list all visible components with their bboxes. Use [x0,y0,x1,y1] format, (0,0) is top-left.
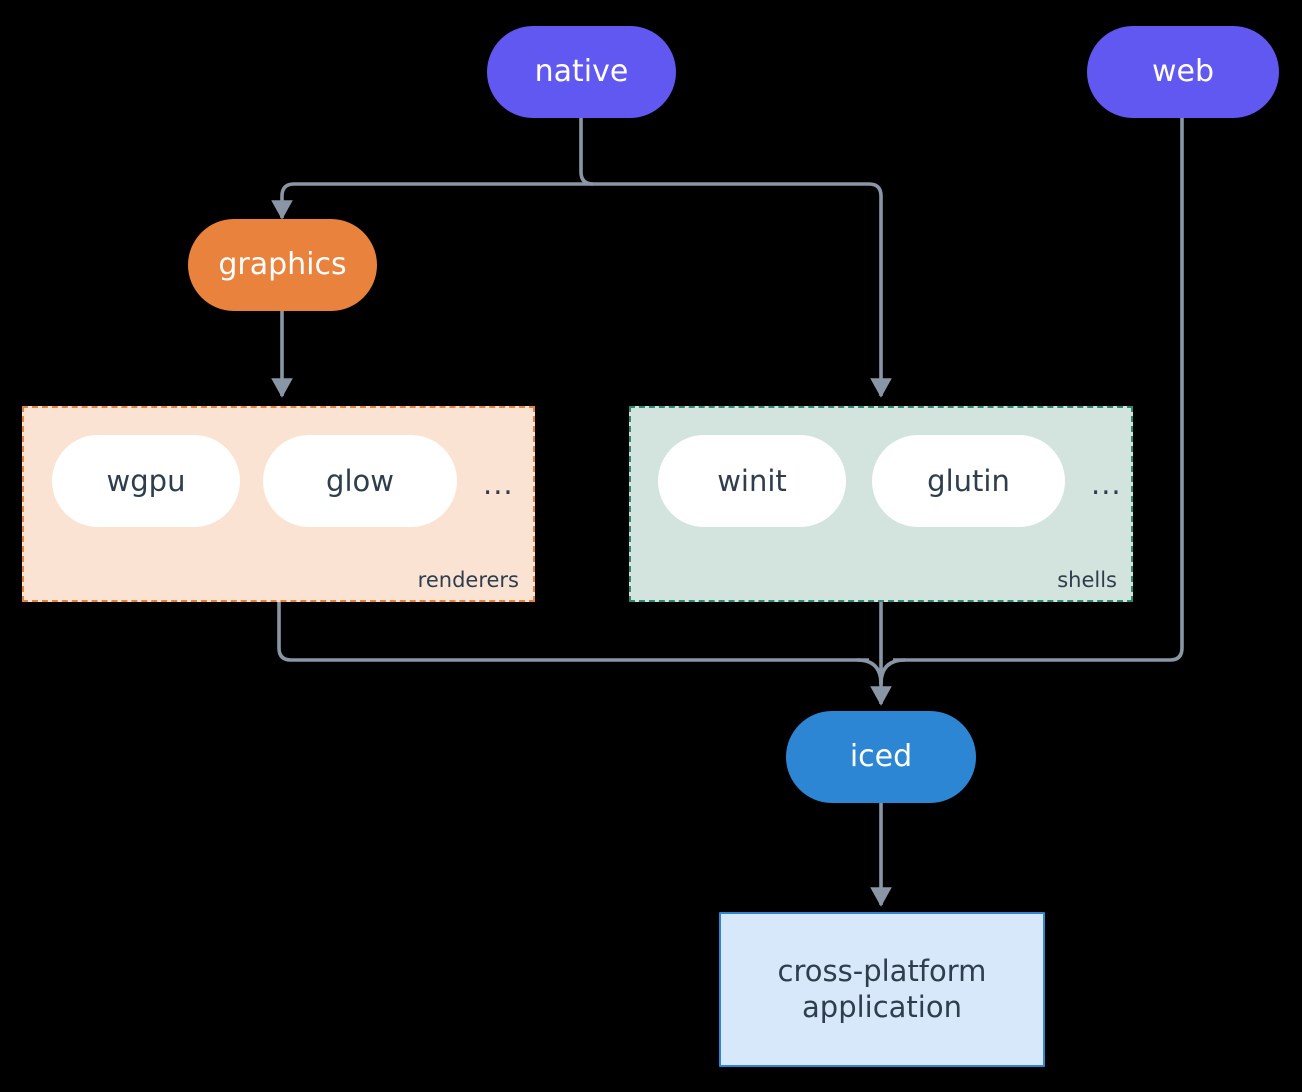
chip-label: glutin [927,464,1010,498]
node-web[interactable]: web [1087,26,1279,118]
chip-glutin[interactable]: glutin [872,435,1065,527]
node-web-label: web [1151,53,1215,89]
chip-label: wgpu [106,464,186,498]
group-label-renderers: renderers [417,568,519,592]
merge-join-right [879,658,906,685]
edge-web-to-iced [893,118,1184,662]
application-label-line1: cross-platform [777,954,987,989]
chip-wgpu[interactable]: wgpu [52,435,240,527]
group-label-shells: shells [1057,568,1117,592]
merge-join-left [856,658,883,685]
group-renderers: wgpu glow ... renderers [22,406,535,602]
node-native-label: native [534,53,629,89]
node-graphics-label: graphics [218,246,347,282]
application-label-line2: application [802,989,962,1024]
group-shells: winit glutin ... shells [629,406,1133,602]
node-application[interactable]: cross-platform application [719,912,1045,1067]
chip-label: glow [326,464,394,498]
chip-winit[interactable]: winit [658,435,846,527]
node-graphics[interactable]: graphics [188,219,377,311]
node-iced[interactable]: iced [786,711,976,803]
chip-glow[interactable]: glow [263,435,457,527]
shells-overflow-ellipsis: ... [1091,467,1122,501]
node-iced-label: iced [849,738,913,774]
edge-native-to-graphics [271,182,581,220]
node-native[interactable]: native [487,26,676,118]
renderers-overflow-ellipsis: ... [483,467,514,501]
edge-native-stem [579,118,594,186]
edge-renderers-to-iced [277,601,869,662]
edge-native-to-shells [581,182,892,398]
chip-label: winit [717,464,787,498]
